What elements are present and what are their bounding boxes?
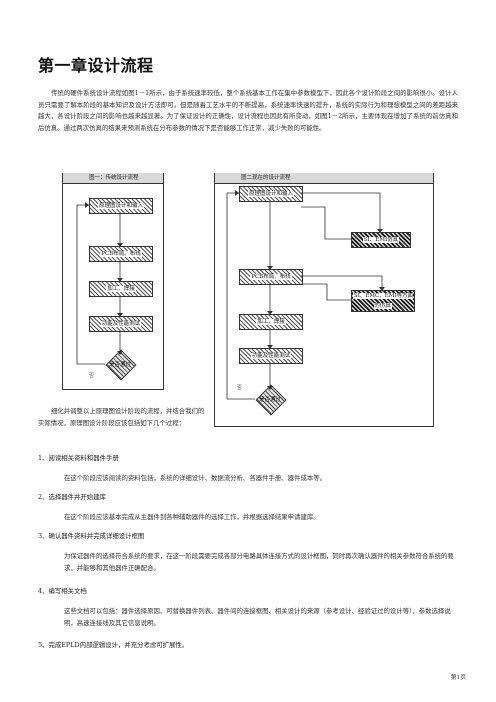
list-item-heading: 4、编写相关文档 [38,587,87,595]
decision-label: 是否通过 [108,362,131,368]
flow-step-schematic: 原理图设计和输入 [89,198,153,214]
flow-arrows [226,190,385,400]
flow-step-pcb: PCB布局、布线 [89,246,153,262]
page-title: 第一章设计流程 [38,56,154,75]
decision-label: 是否通过 [258,397,281,403]
list-item-body: 在这个阶段应该基本完成从主器件到各种辅助器件的选择工作，并根据选择结果申请建库。 [64,513,320,521]
intro-paragraph: 传统的硬件系统设计流程如图1－1所示，由于系统速率较低，整个系统基本工作在集中参… [38,89,458,132]
list-item-heading: 1、阅读相关资料和器件手册 [38,454,119,462]
flow-step-post-sim: SI、EMC、EMI等方面的仿真 [351,290,415,312]
list-item-body: 在这个阶段应该阅读的资料包括，系统的详细设计、数据流分析、各器件手册、器件成本等… [64,474,327,482]
flow-step-testing: 功能及性能测试 [239,348,303,364]
no-label: 否 [89,373,95,379]
flow-step-fabrication: 加工、焊接 [89,281,153,297]
list-item-heading: 2、选择器件并开始建库 [38,493,106,501]
side-paragraph: 细化并调整以上原理图设计阶段的流程，并结合我们的实际情况，原理图设计阶段应该包括… [38,407,205,427]
list-item-body: 这些文档可以包括：器件选择原因、可替换器件列表、器件间的连接框图、相关设计的来源… [64,607,451,627]
decision-diamond: 是否通过 [255,384,287,416]
figure-current-flow: 图二现在的设计流程 原理图设计和输入 SI、EMI仿真 PCB布局、布线 SI、… [214,173,434,427]
figure-title: 图二现在的设计流程 [215,173,433,184]
flow-step-testing: 功能及性能测试 [89,316,153,332]
flow-arrows [76,202,123,365]
page-number: 第1页 [450,675,466,681]
list-item-heading: 3、确认器件资料并完成详细设计框图 [38,532,145,540]
no-label: 否 [237,385,243,391]
list-item-body: 为保证器件的选择符合系统的要求，在这一阶段需要完成各部分电路具体连接方式的设计框… [64,552,454,572]
flow-step-schematic: 原理图设计和输入 [239,186,303,202]
figure-traditional-flow: 图一：传统设计流程 原理图设计和输入 PCB布局、布线 加工、焊接 功能及性能测… [62,173,164,390]
list-item-heading: 5、完成EPLD内部逻辑设计，并充分考虑可扩展性。 [38,641,189,649]
decision-diamond: 是否通过 [105,349,137,381]
figure-title: 图一：传统设计流程 [63,173,163,184]
flow-step-fabrication: 加工、焊接 [239,314,303,330]
flow-step-pre-sim: SI、EMI仿真 [351,232,411,248]
flow-step-pcb: PCB布局、布线 [239,269,303,285]
